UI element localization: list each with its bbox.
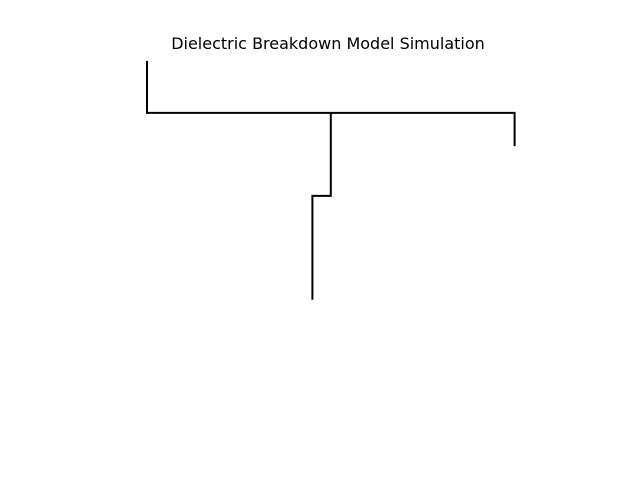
discharge-tree: [146, 61, 516, 300]
figure-title: Dielectric Breakdown Model Simulation: [171, 34, 485, 53]
discharge-branch-2: [311, 112, 332, 300]
discharge-branch-3: [330, 111, 516, 147]
discharge-branch-1: [146, 61, 331, 114]
